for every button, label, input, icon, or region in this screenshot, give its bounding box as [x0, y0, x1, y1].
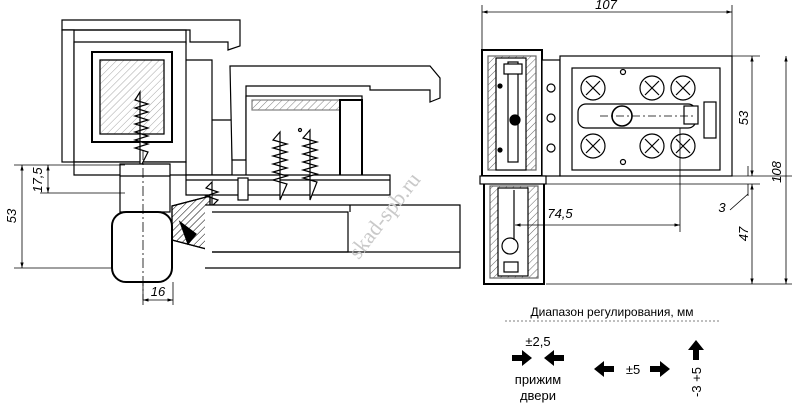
- dim-17-5: 17,5: [30, 167, 45, 193]
- legend-title: Диапазон регулирования, мм: [531, 305, 694, 319]
- pressure-caption-line2: двери: [520, 388, 556, 403]
- arrow-left-icon: [594, 361, 614, 377]
- arrow-right-icon: [650, 361, 670, 377]
- dim-53-side: 53: [4, 208, 19, 223]
- plate-screws: [580, 68, 696, 166]
- arrow-left-icon: [544, 350, 564, 366]
- dim-74-5: 74,5: [547, 206, 573, 221]
- dim-16: 16: [151, 284, 166, 299]
- dim-108: 108: [769, 160, 784, 182]
- frame-profile: [61, 19, 241, 176]
- vertical-value: -3 +5: [689, 367, 704, 397]
- dim-47: 47: [736, 226, 751, 241]
- side-dimensions: [14, 164, 174, 305]
- adjustment-legend: Диапазон регулирования, мм ±2,5 прижим д…: [505, 305, 720, 403]
- dim-3: 3: [718, 200, 726, 215]
- horizontal-value: ±5: [626, 362, 640, 377]
- dim-107: 107: [595, 0, 617, 12]
- screws: [132, 89, 320, 208]
- pressure-caption-line1: прижим: [515, 372, 561, 387]
- side-section-view: [61, 19, 461, 300]
- hinge-body: [111, 163, 461, 283]
- dim-53-front: 53: [736, 110, 751, 125]
- arrow-up-icon: [688, 340, 704, 360]
- pressure-value: ±2,5: [525, 334, 550, 349]
- arrow-right-icon: [512, 350, 532, 366]
- front-dimensions: [481, 5, 792, 285]
- front-view: [479, 49, 733, 285]
